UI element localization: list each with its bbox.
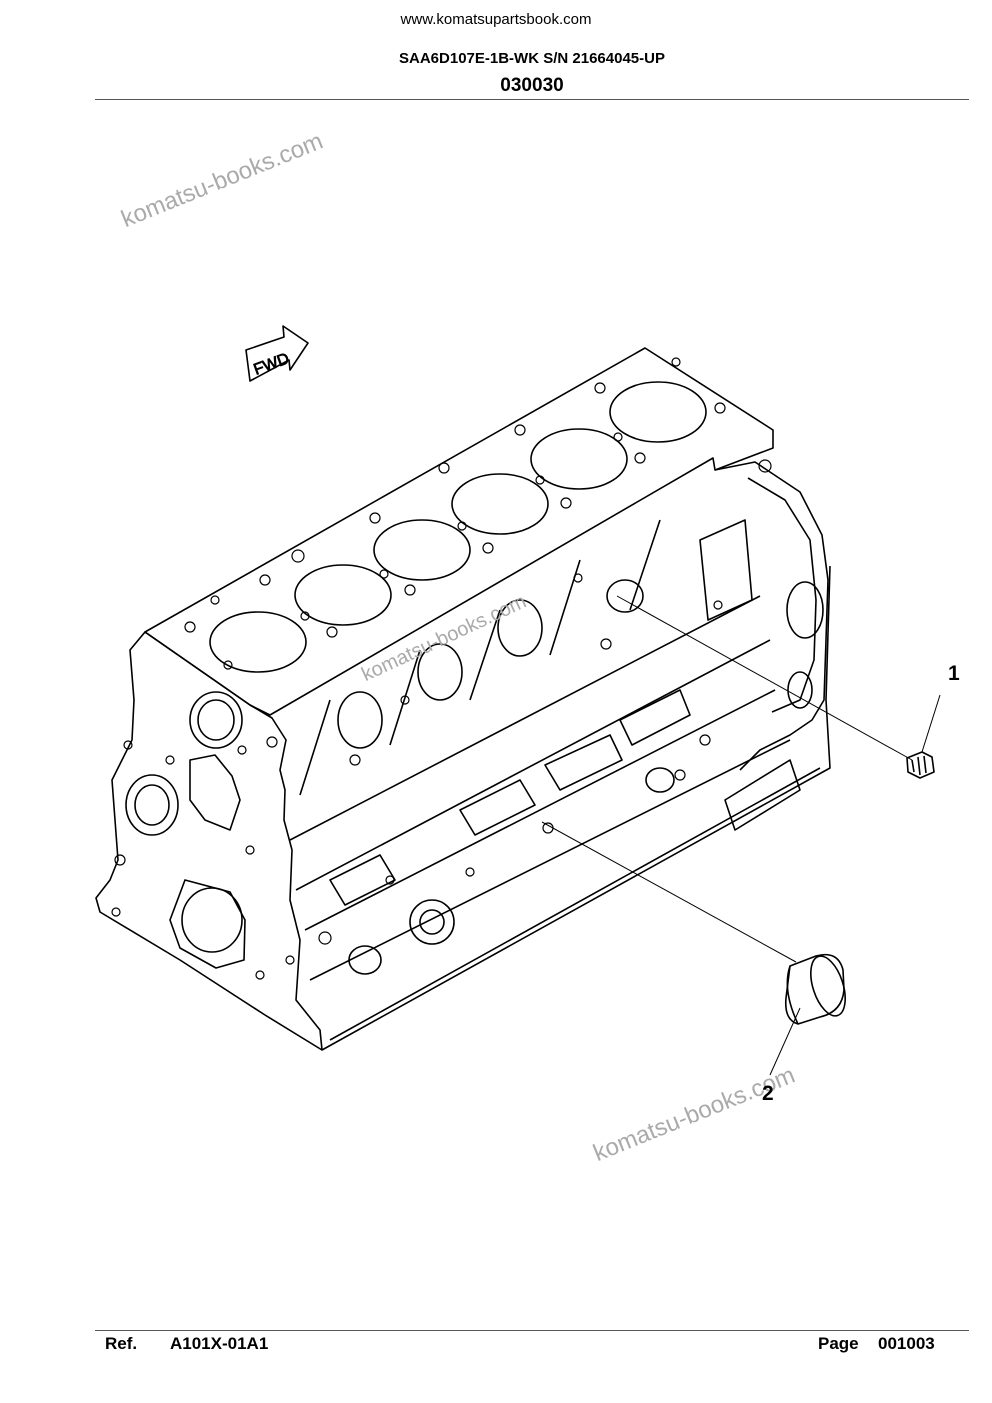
callout-2-leader [541, 821, 797, 963]
section-code: 030030 [500, 75, 564, 96]
footer-divider [95, 1330, 969, 1331]
page-label: Page [818, 1334, 859, 1353]
header-divider [95, 99, 969, 100]
block-pan-rail [321, 565, 831, 1051]
ref-label: Ref. [105, 1334, 138, 1353]
model-title: SAA6D107E-1B-WK S/N 21664045-UP [399, 50, 665, 67]
page-value: 001003 [878, 1334, 935, 1353]
rear-plate [714, 461, 829, 771]
callout-1-leader [616, 595, 913, 761]
block-front-face [95, 631, 323, 1051]
callout-label-2: 2 [762, 1082, 774, 1105]
site-url: www.komatsupartsbook.com [400, 11, 592, 28]
callout-label-1: 1 [948, 662, 960, 685]
part-2-cap-icon [784, 953, 846, 1025]
part-1-plug-icon [906, 751, 935, 779]
callout-1-pointer [921, 694, 941, 753]
ref-value: A101X-01A1 [170, 1334, 269, 1353]
fwd-label: FWD [252, 350, 292, 378]
fwd-arrow-icon: FWD [245, 325, 309, 382]
